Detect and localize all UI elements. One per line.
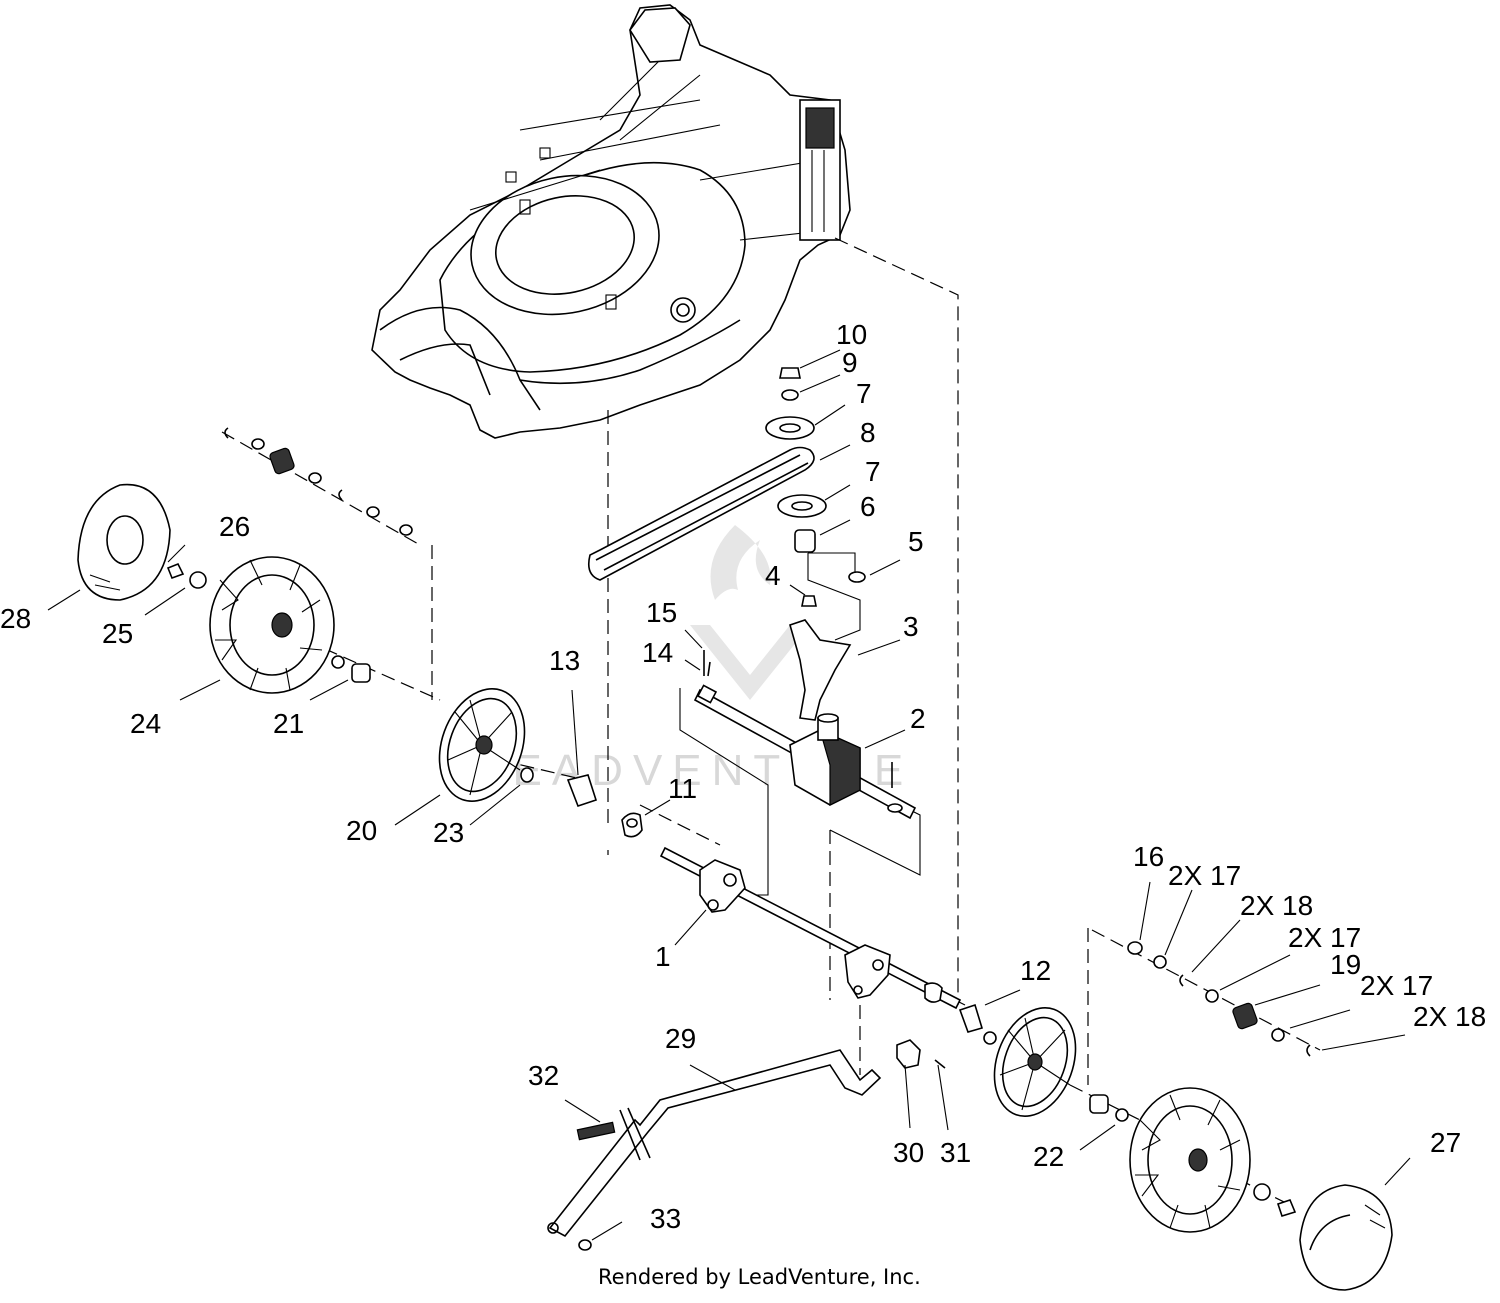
washer-23 bbox=[520, 767, 534, 783]
nut-10 bbox=[779, 367, 801, 379]
assembly-lines bbox=[221, 237, 1321, 1206]
height-adjuster bbox=[547, 1039, 946, 1251]
left-wheel-assembly bbox=[77, 427, 534, 802]
callout-2: 2 bbox=[910, 703, 926, 734]
callout-12: 12 bbox=[1020, 955, 1051, 986]
bushing-right bbox=[924, 982, 943, 1003]
callout-6: 6 bbox=[860, 491, 876, 522]
callout-19: 19 bbox=[1330, 949, 1361, 980]
callout-23: 23 bbox=[433, 817, 464, 848]
spacer-6 bbox=[794, 529, 816, 553]
callout-9: 9 bbox=[842, 347, 858, 378]
callout-1: 1 bbox=[655, 941, 671, 972]
callout-17a: 2X 17 bbox=[1168, 860, 1241, 891]
callout-labels: 1 2 3 4 5 6 7 7 8 9 10 11 12 13 14 15 16… bbox=[0, 319, 1486, 1234]
cap-33 bbox=[578, 1239, 592, 1251]
callout-18a: 2X 18 bbox=[1240, 890, 1313, 921]
hub-cap-28 bbox=[77, 483, 171, 601]
callout-3: 3 bbox=[903, 611, 919, 642]
bushing-12 bbox=[958, 1003, 984, 1033]
callout-31: 31 bbox=[940, 1137, 971, 1168]
callout-4: 4 bbox=[765, 560, 781, 591]
leader-lines bbox=[47, 349, 1411, 1241]
grip-32 bbox=[576, 1121, 616, 1141]
callout-25: 25 bbox=[102, 618, 133, 649]
bushing-11 bbox=[621, 812, 643, 838]
callout-20: 20 bbox=[346, 815, 377, 846]
callout-28: 28 bbox=[0, 603, 31, 634]
mower-deck bbox=[371, 4, 851, 439]
callout-16: 16 bbox=[1133, 841, 1164, 872]
callout-11: 11 bbox=[668, 773, 697, 804]
callout-33: 33 bbox=[650, 1203, 681, 1234]
callout-17c: 2X 17 bbox=[1360, 970, 1433, 1001]
bushing-13 bbox=[566, 774, 598, 808]
nut-4 bbox=[801, 595, 817, 607]
pulley-bottom bbox=[777, 494, 827, 518]
callout-30: 30 bbox=[893, 1137, 924, 1168]
callout-22: 22 bbox=[1033, 1141, 1064, 1172]
hub-cap-27 bbox=[1299, 1184, 1393, 1291]
clip-30 bbox=[896, 1039, 921, 1069]
axle-plate-left bbox=[699, 859, 746, 913]
callout-32: 32 bbox=[528, 1060, 559, 1091]
callout-26: 26 bbox=[219, 511, 250, 542]
right-wheel-assembly bbox=[983, 941, 1393, 1291]
callout-8: 8 bbox=[860, 417, 876, 448]
axle-plate-right bbox=[844, 944, 891, 999]
callout-7a: 7 bbox=[856, 378, 872, 409]
footer-credit: Rendered by LeadVenture, Inc. bbox=[598, 1265, 921, 1289]
callout-10: 10 bbox=[836, 319, 867, 350]
callout-24: 24 bbox=[130, 708, 161, 739]
callout-17b: 2X 17 bbox=[1288, 922, 1361, 953]
callout-15: 15 bbox=[646, 597, 677, 628]
callout-5: 5 bbox=[908, 526, 924, 557]
callout-13: 13 bbox=[549, 645, 580, 676]
pulley-top bbox=[765, 416, 815, 440]
rear-axle bbox=[566, 774, 984, 1033]
bracket-3 bbox=[789, 619, 852, 721]
callout-29: 29 bbox=[665, 1023, 696, 1054]
washer-5 bbox=[848, 571, 866, 583]
callout-7b: 7 bbox=[865, 456, 881, 487]
drive-belt-assembly bbox=[587, 367, 866, 607]
washer-9 bbox=[781, 389, 799, 401]
callout-21: 21 bbox=[273, 708, 304, 739]
callout-14: 14 bbox=[642, 637, 673, 668]
transmission bbox=[693, 619, 917, 820]
callout-18b: 2X 18 bbox=[1413, 1001, 1486, 1032]
callout-27: 27 bbox=[1430, 1127, 1461, 1158]
